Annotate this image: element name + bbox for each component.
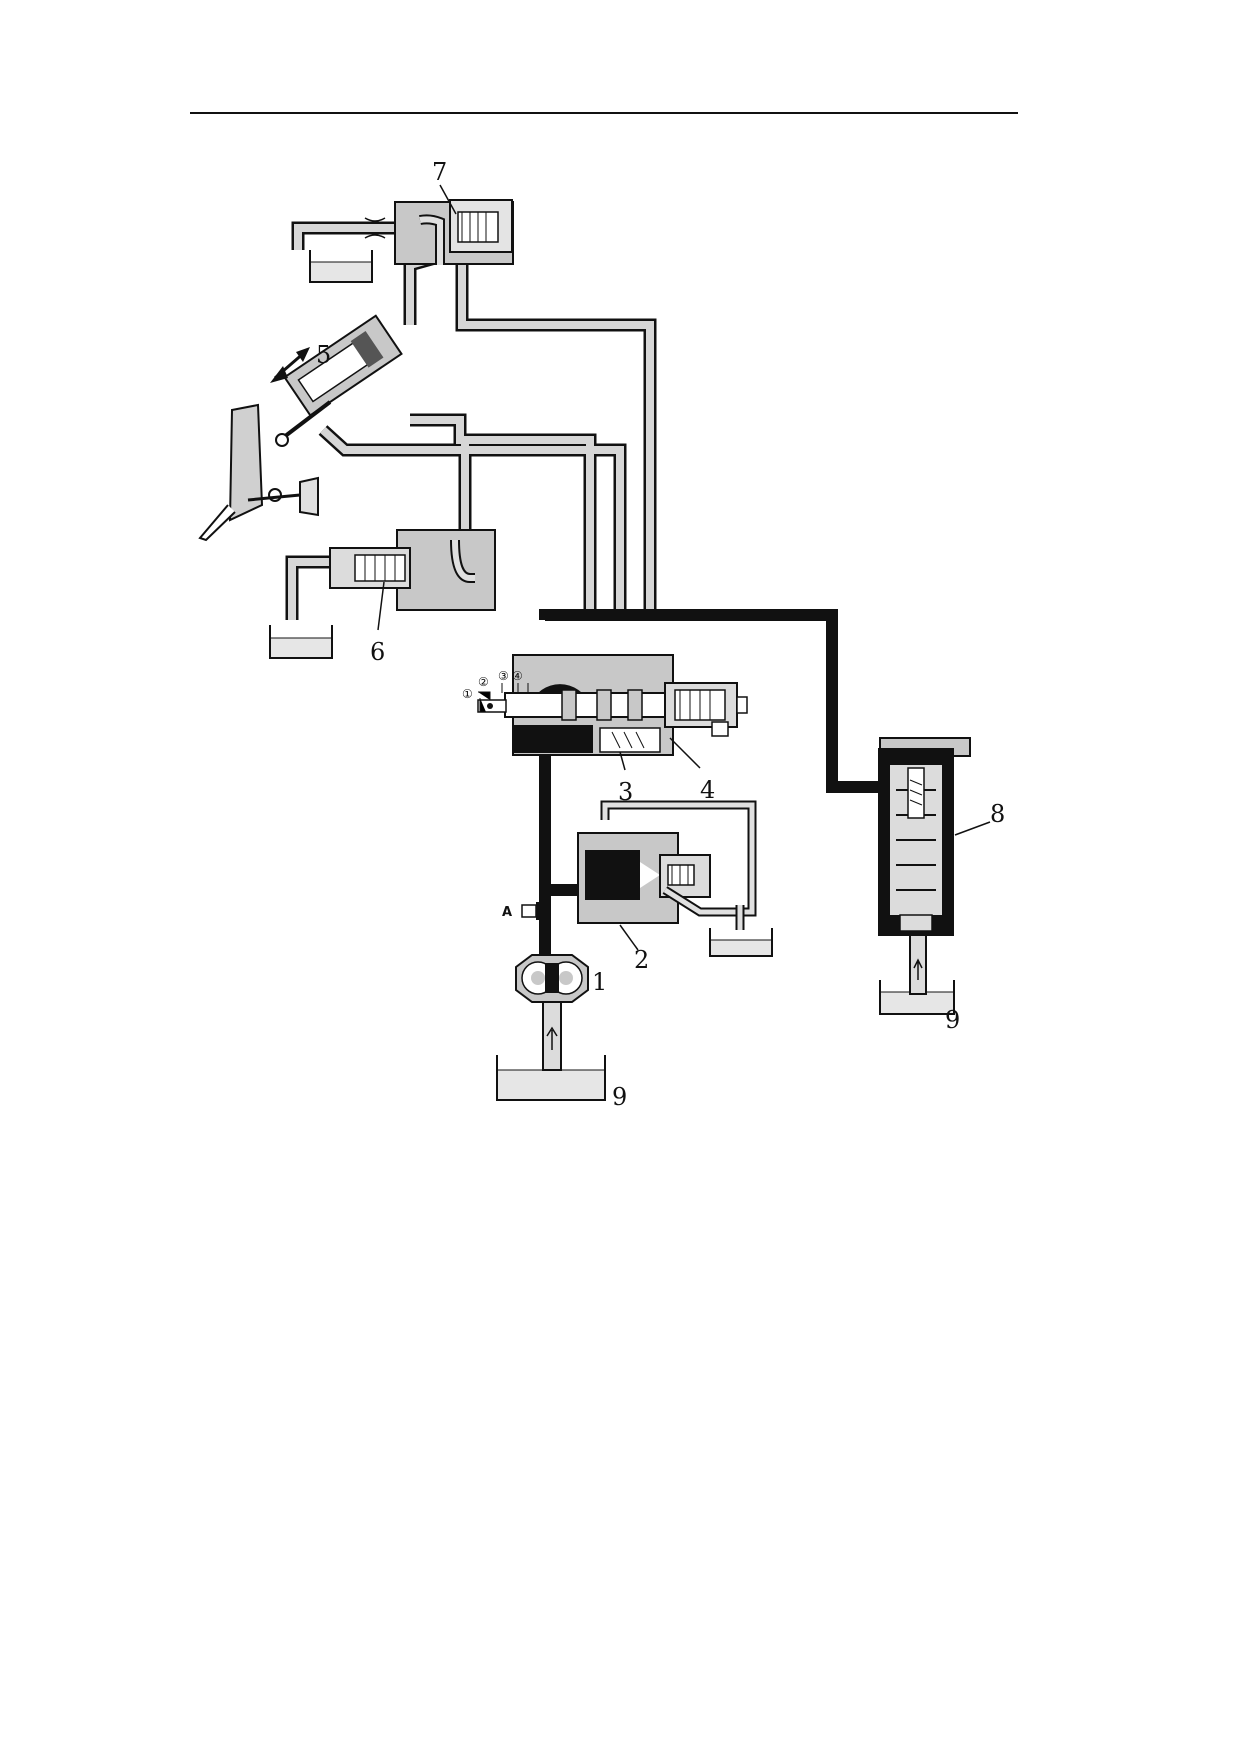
leader-4	[669, 737, 701, 769]
label-9-right: 9	[945, 1006, 960, 1034]
valve-7	[364, 184, 514, 265]
leader-2	[619, 924, 639, 951]
reservoir-left	[496, 997, 606, 1101]
label-3: 3	[618, 778, 633, 806]
leader-8	[954, 821, 991, 836]
gear-pump	[515, 954, 589, 1003]
reservoir-right	[879, 927, 955, 1015]
label-7: 7	[432, 158, 447, 186]
relief-valve	[577, 800, 757, 951]
label-2: 2	[634, 946, 649, 974]
port-label-4: ④	[512, 669, 523, 683]
accumulator	[878, 737, 991, 936]
tank-valve-6	[269, 625, 333, 659]
label-5: 5	[316, 341, 331, 369]
label-9-left: 9	[612, 1083, 627, 1111]
label-a: A	[502, 905, 512, 920]
label-8: 8	[990, 800, 1005, 828]
label-4: 4	[700, 776, 715, 804]
label-1: 1	[592, 968, 607, 996]
control-valve-block	[477, 654, 748, 771]
tank-valve-7	[309, 250, 373, 283]
port-label-1: ①	[462, 687, 473, 701]
tank-relief-valve	[709, 928, 773, 957]
port-label-2: ②	[478, 675, 489, 689]
port-label-3: ③	[498, 669, 509, 683]
leader-7	[439, 184, 457, 215]
test-port-a	[521, 902, 544, 920]
leader-3	[619, 751, 626, 771]
label-6: 6	[370, 638, 385, 666]
valve-6	[329, 529, 496, 631]
movement-arrow	[270, 347, 310, 383]
pedal-actuator	[198, 314, 403, 542]
leader-6	[377, 581, 385, 631]
